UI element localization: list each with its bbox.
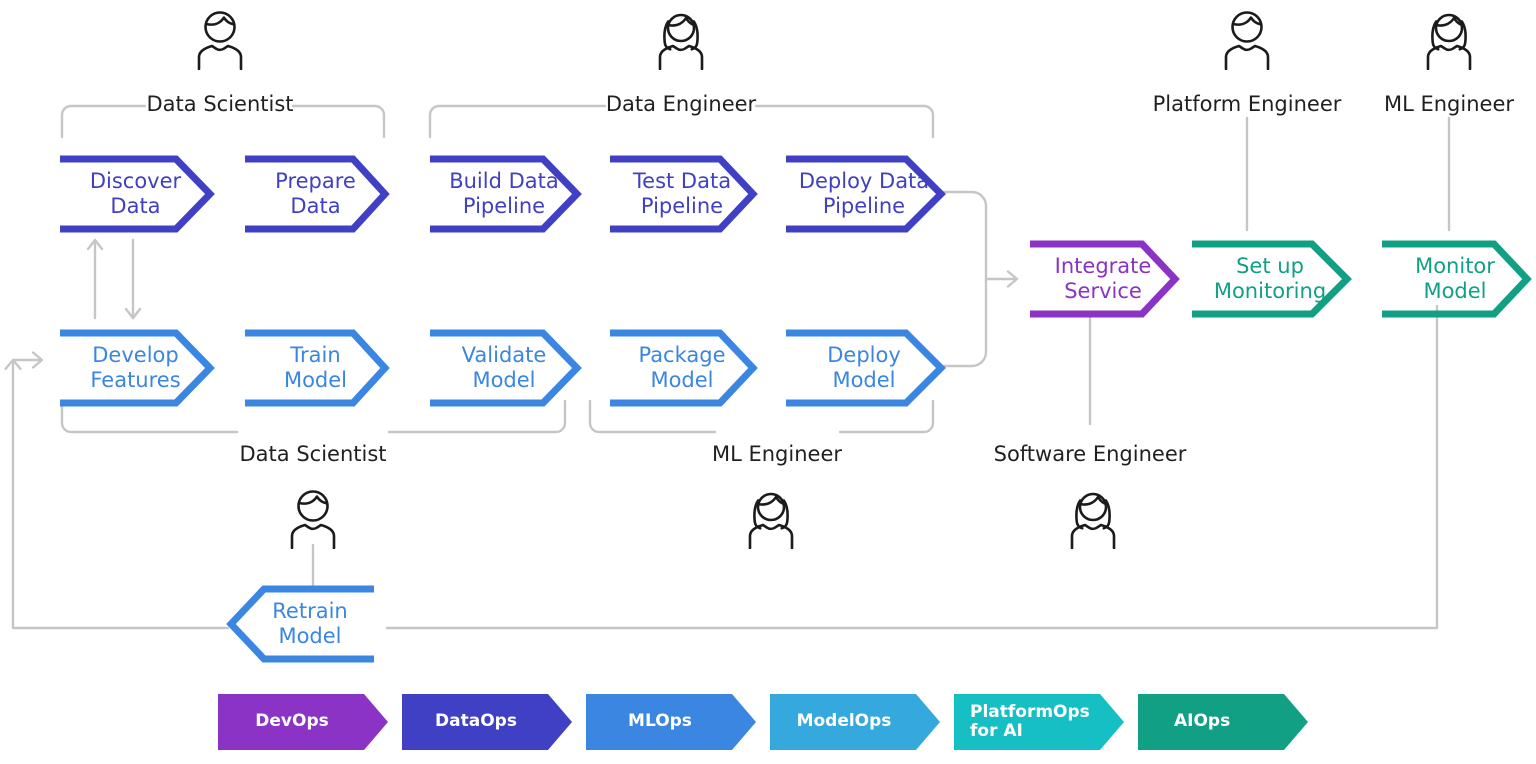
stage-integrate-service[interactable]: Integrate Service	[1028, 240, 1180, 318]
legend-label: DataOps	[435, 711, 517, 732]
legend-label: PlatformOps for AI	[970, 701, 1090, 741]
stage-retrain-model[interactable]: Retrain Model	[226, 585, 376, 663]
role-label-data-engineer: Data Engineer	[605, 92, 757, 116]
role-label-data-scientist-bottom: Data Scientist	[239, 442, 387, 466]
stage-label: Deploy Model	[827, 343, 901, 392]
stage-test-data-pipeline[interactable]: Test Data Pipeline	[608, 155, 758, 233]
person-short-hair-icon	[284, 487, 342, 553]
stage-package-model[interactable]: Package Model	[608, 329, 758, 407]
legend-label: AIOps	[1174, 711, 1231, 732]
role-label-ml-engineer-bottom: ML Engineer	[711, 442, 843, 466]
person-short-hair-icon	[1218, 8, 1276, 74]
stage-label: Set up Monitoring	[1213, 254, 1327, 303]
legend-label: DevOps	[255, 711, 329, 732]
stage-label: Integrate Service	[1054, 254, 1152, 303]
legend-item-devops[interactable]: DevOps	[218, 694, 388, 750]
legend-item-modelops[interactable]: ModelOps	[770, 694, 940, 750]
stage-monitor-model[interactable]: Monitor Model	[1380, 240, 1532, 318]
stage-build-data-pipeline[interactable]: Build Data Pipeline	[428, 155, 582, 233]
stage-label: Train Model	[283, 343, 348, 392]
role-label-platform-engineer: Platform Engineer	[1152, 92, 1342, 116]
stage-deploy-model[interactable]: Deploy Model	[784, 329, 946, 407]
stage-label: Prepare Data	[275, 169, 356, 218]
legend-label: MLOps	[628, 711, 692, 732]
stage-label: Package Model	[638, 343, 726, 392]
stage-prepare-data[interactable]: Prepare Data	[243, 155, 390, 233]
legend-item-platformops-for-ai[interactable]: PlatformOps for AI	[954, 694, 1124, 750]
stage-validate-model[interactable]: Validate Model	[428, 329, 582, 407]
stage-label: Retrain Model	[272, 599, 348, 648]
stage-label: Develop Features	[90, 343, 181, 392]
person-short-hair-icon	[191, 8, 249, 74]
stage-develop-features[interactable]: Develop Features	[58, 329, 215, 407]
stage-set-up-monitoring[interactable]: Set up Monitoring	[1190, 240, 1352, 318]
legend-item-mlops[interactable]: MLOps	[586, 694, 756, 750]
role-label-ml-engineer-top: ML Engineer	[1383, 92, 1515, 116]
stage-deploy-data-pipeline[interactable]: Deploy Data Pipeline	[784, 155, 946, 233]
stage-label: Monitor Model	[1415, 254, 1495, 303]
legend: DevOps DataOps MLOps ModelOps PlatformOp…	[0, 694, 1536, 764]
stage-label: Deploy Data Pipeline	[798, 169, 930, 218]
stage-discover-data[interactable]: Discover Data	[58, 155, 215, 233]
stage-train-model[interactable]: Train Model	[243, 329, 390, 407]
person-long-hair-icon	[1064, 487, 1122, 553]
role-label-software-engineer: Software Engineer	[993, 442, 1187, 466]
person-long-hair-icon	[1420, 8, 1478, 74]
person-long-hair-icon	[742, 487, 800, 553]
person-long-hair-icon	[652, 8, 710, 74]
stage-label: Test Data Pipeline	[632, 169, 732, 218]
legend-item-aiops[interactable]: AIOps	[1138, 694, 1308, 750]
stage-label: Discover Data	[89, 169, 182, 218]
role-label-data-scientist-top: Data Scientist	[146, 92, 294, 116]
stage-label: Validate Model	[461, 343, 547, 392]
legend-label: ModelOps	[796, 711, 892, 732]
legend-item-dataops[interactable]: DataOps	[402, 694, 572, 750]
stage-label: Build Data Pipeline	[449, 169, 559, 218]
